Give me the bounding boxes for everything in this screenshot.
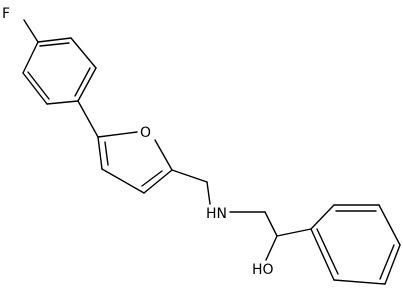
amine-label: HN xyxy=(206,206,227,222)
oxygen-label: O xyxy=(140,125,151,141)
fluorophenyl-ring xyxy=(22,19,97,105)
furan-ring xyxy=(97,131,173,194)
hydroxyl-label: HO xyxy=(252,262,274,278)
linker-chain xyxy=(171,169,312,261)
aryl-furan-bond xyxy=(77,100,99,138)
fluorine-label: F xyxy=(2,6,10,22)
phenyl-ring xyxy=(310,204,401,285)
